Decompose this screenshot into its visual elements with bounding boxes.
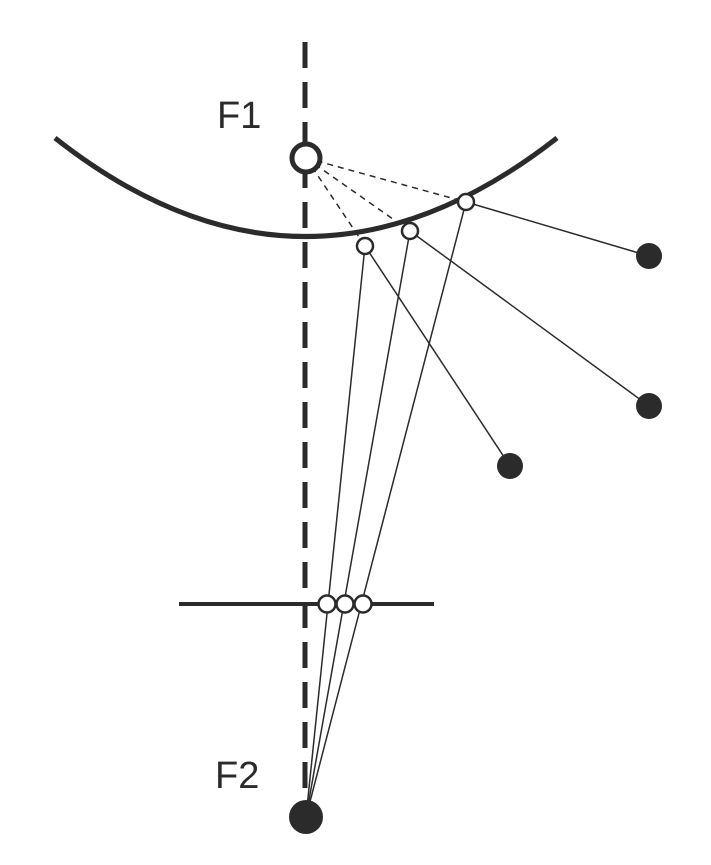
ray-to-point-1 [364,245,511,467]
mirror-point-1 [355,236,375,256]
mirror-curve [53,136,559,239]
source-point-2 [636,393,662,419]
dashed-ray-2 [305,157,411,232]
plane-point-3 [353,594,373,614]
ray-to-point-3 [465,201,650,257]
converging-rays [305,201,467,818]
dashed-rays-from-f1 [305,157,467,247]
mirror-point-2 [400,221,420,241]
focus-f2-label: F2 [215,755,259,797]
mirror-points [355,192,476,256]
focus-f1-marker [289,141,323,175]
source-point-3 [636,243,662,269]
outgoing-rays [364,201,650,467]
mirror-point-3 [456,192,476,212]
ray-to-point-2 [409,230,650,407]
ray-to-f2-3 [305,201,467,818]
ray-to-f2-2 [305,230,411,818]
plane-point-2 [335,594,355,614]
source-point-1 [497,453,523,479]
dashed-ray-1 [305,157,366,247]
plane-point-1 [317,594,337,614]
focus-f2-marker [289,800,323,834]
dashed-ray-3 [305,157,467,203]
focus-f1-label: F1 [217,95,261,137]
source-points [497,243,662,479]
ray-to-f2-1 [305,245,366,818]
plane-points [317,594,373,614]
